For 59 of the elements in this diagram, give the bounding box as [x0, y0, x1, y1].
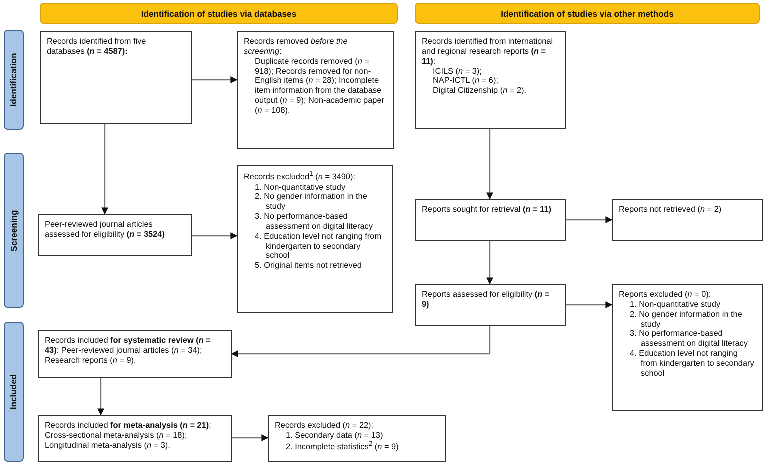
box-text: Records identified from international and regional research reports (n = 11):	[422, 37, 554, 67]
process-box	[415, 31, 566, 129]
list-item: 5. Original items not retrieved	[254, 261, 363, 272]
list-item: 4. Education level not ranging from kindergarten to secondary school	[629, 349, 756, 379]
box-text: ICILS (n = 3);	[432, 66, 483, 76]
section-header-band	[40, 3, 398, 24]
stage-label: Screening	[9, 210, 19, 252]
process-box	[237, 31, 394, 149]
arrow	[192, 232, 238, 240]
process-box	[612, 199, 763, 241]
arrow	[232, 434, 269, 442]
stage-label-band	[4, 322, 24, 462]
stage-label: Identification	[9, 53, 19, 107]
box-text: Records included for meta-analysis (n = 21): Cross-sectional meta-analysis (n = 18); Longitudinal meta-analysis (n = 3).	[45, 421, 212, 451]
process-box	[38, 330, 232, 378]
section-header-band	[415, 3, 760, 24]
arrow	[192, 76, 238, 84]
process-box	[237, 165, 393, 313]
arrow	[486, 241, 494, 285]
list-item: 2. Incomplete statistics$^{2}$ (n = 9)	[285, 440, 400, 452]
list-item: 2. No gender information in the study	[254, 192, 368, 212]
box-text: Reports sought for retrieval (n = 11)	[422, 205, 552, 215]
process-box	[268, 415, 446, 462]
process-box	[415, 199, 566, 241]
box-text: Reports not retrieved (n = 2)	[619, 205, 723, 215]
process-box	[612, 284, 763, 411]
section-heading: Identification of studies via other methods	[501, 8, 674, 18]
list-item: 1. Non-quantitative study	[629, 300, 722, 310]
list-item: 1. Non-quantitative study	[254, 182, 347, 192]
arrow	[102, 124, 108, 215]
section-heading: Identification of studies via databases	[141, 8, 297, 18]
stage-label: Included	[9, 374, 19, 410]
box-text: Peer-reviewed journal articles assessed for eligibility (n = 3524)	[45, 220, 166, 240]
box-text: Reports assessed for eligibility (n = 9)	[422, 290, 551, 310]
box-text: Records excluded (n = 22):	[275, 421, 375, 431]
box-text: Reports excluded (n = 0):	[619, 290, 712, 300]
stage-label-band	[4, 30, 24, 130]
list-item: 1. Secondary data (n = 13)	[285, 430, 384, 441]
box-text: Records included for systematic review (n = 43): Peer-reviewed journal articles (n = 34); Research reports (n = 9).	[45, 336, 212, 366]
process-box	[38, 214, 192, 256]
list-item: 3. No performance-based assessment on digital literacy	[629, 329, 749, 350]
list-item: 2. No gender information in the study	[629, 310, 744, 330]
box-text: Records identified from five databases (n = 4587):	[47, 37, 148, 57]
process-box	[40, 31, 192, 124]
box-text: Records excluded$^{1}$ (n = 3490):	[244, 171, 356, 183]
arrow	[566, 216, 613, 224]
process-box	[415, 284, 566, 326]
box-text: Digital Citizenship (n = 2).	[432, 86, 528, 96]
list-item: 3. No performance-based assessment on digital literacy	[254, 212, 374, 232]
arrow	[486, 129, 494, 200]
stage-label-band	[4, 153, 24, 308]
arrow	[98, 378, 104, 416]
process-box	[38, 415, 232, 462]
box-text: NAP-ICTL (n = 6);	[432, 76, 500, 86]
list-item: 4. Education level not ranging from kindergarten to secondary school	[254, 232, 383, 262]
arrow	[566, 302, 613, 308]
arrow	[231, 326, 491, 358]
box-text: Duplicate records removed (n = 918); Records removed for non-English items (n = 28); Incomplete item information from the database output (n = 9); Non-academic paper (n = 108).	[254, 56, 386, 116]
box-text: Records removed before the screening:	[244, 37, 349, 57]
